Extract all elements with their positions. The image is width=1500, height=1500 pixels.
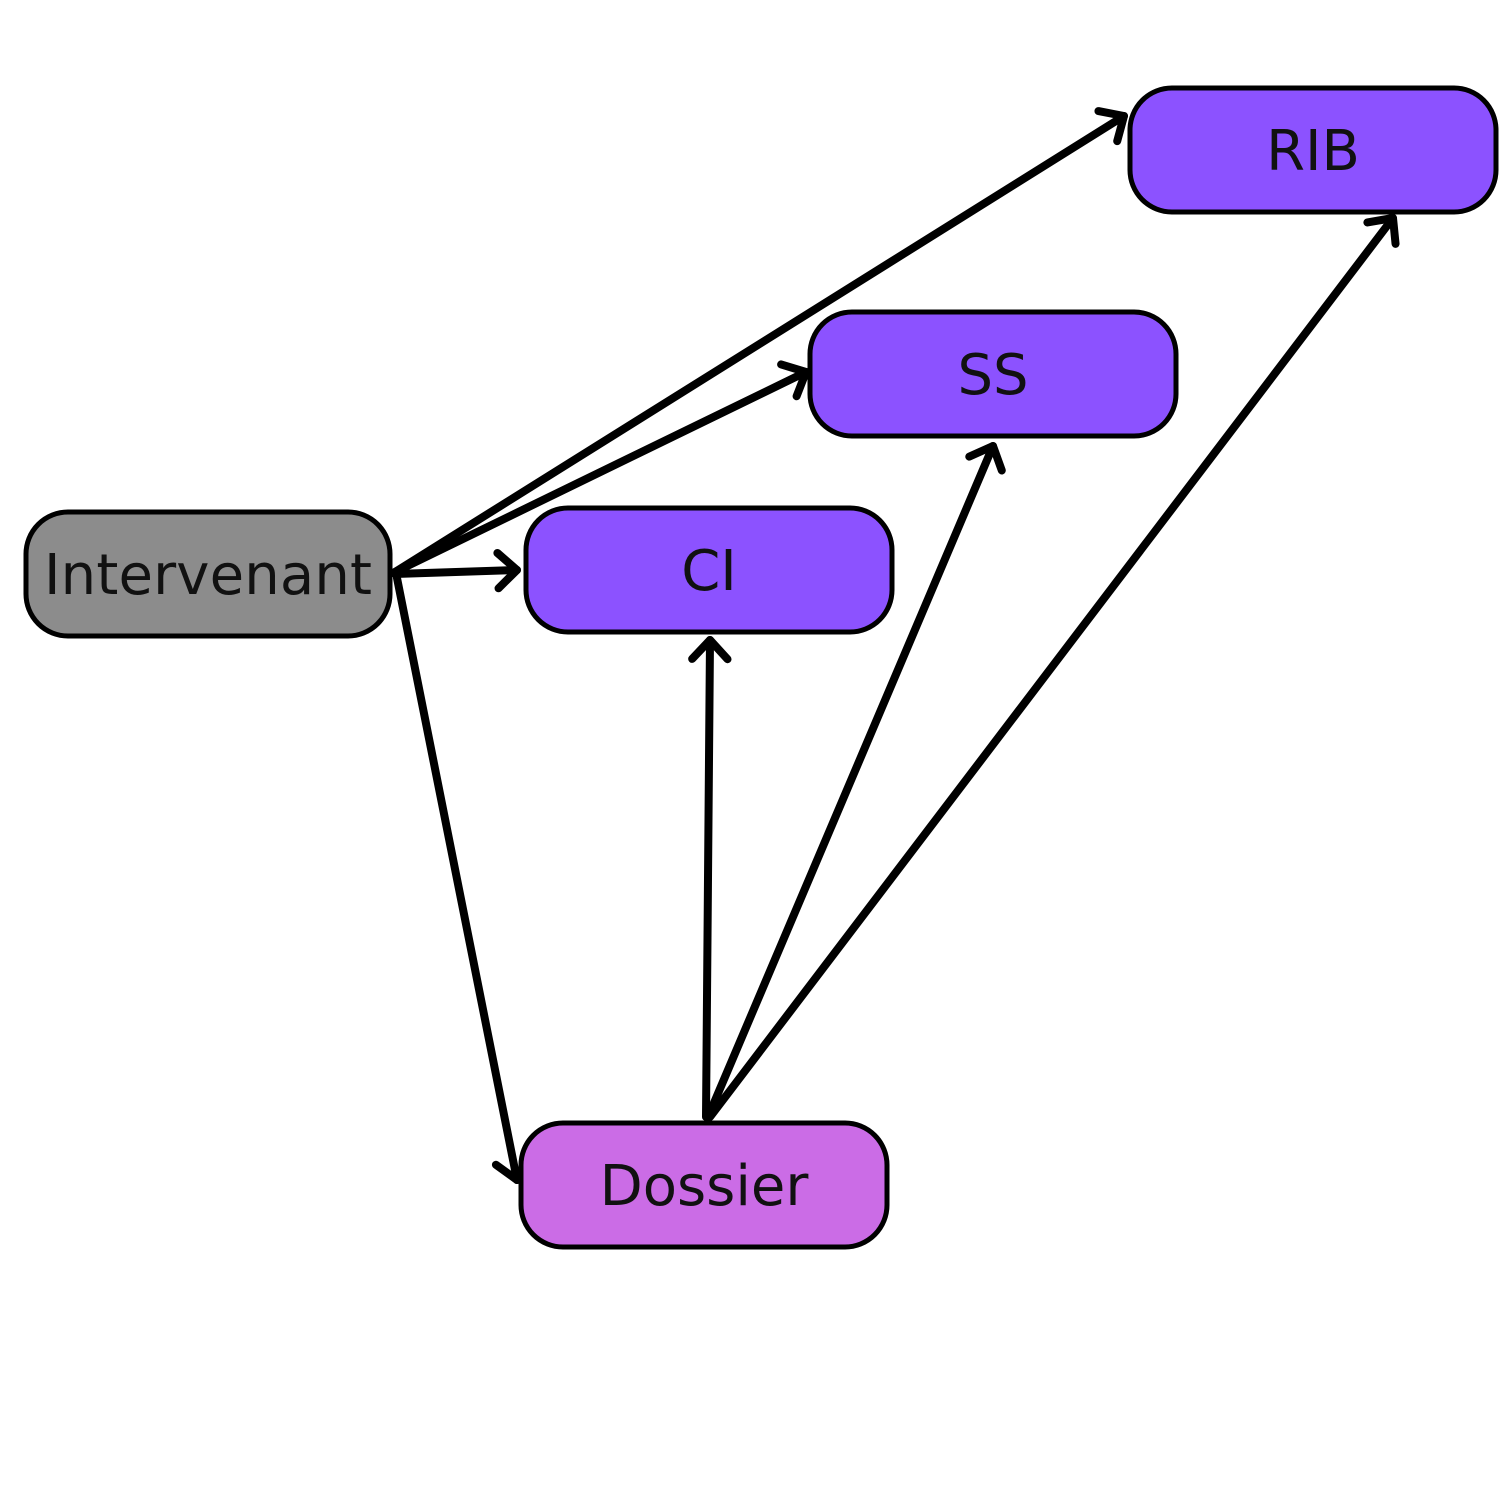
node-label: RIB bbox=[1266, 119, 1360, 184]
edge-line bbox=[393, 574, 521, 1184]
node-intervenant: Intervenant bbox=[23, 509, 393, 639]
arrowhead bbox=[777, 360, 810, 401]
node-box bbox=[807, 309, 1179, 439]
edge-dossier-to-ci bbox=[688, 636, 732, 1121]
node-label: CI bbox=[681, 539, 737, 604]
arrowhead bbox=[688, 636, 732, 664]
arrowhead bbox=[965, 442, 1006, 475]
node-box bbox=[1127, 85, 1499, 215]
node-box bbox=[23, 509, 393, 639]
edge-line bbox=[704, 442, 997, 1121]
node-label: SS bbox=[957, 343, 1028, 408]
edge-line bbox=[391, 368, 810, 576]
arrowhead bbox=[1363, 214, 1400, 248]
edge-line bbox=[702, 636, 714, 1121]
edge-intervenant-to-ci bbox=[391, 548, 521, 593]
node-box bbox=[523, 505, 895, 635]
edge-intervenant-to-rib bbox=[391, 107, 1128, 576]
node-ss: SS bbox=[807, 309, 1179, 439]
edge-line bbox=[706, 214, 1397, 1121]
edge-line bbox=[391, 112, 1128, 576]
node-label: Intervenant bbox=[44, 543, 372, 608]
edge-dossier-to-rib bbox=[706, 214, 1400, 1121]
arrowhead bbox=[1094, 107, 1128, 146]
edge-line bbox=[391, 566, 521, 578]
node-box bbox=[518, 1120, 890, 1250]
nodes-layer: Intervenant CI SS RIB Dossier bbox=[23, 85, 1499, 1250]
edge-intervenant-to-dossier bbox=[393, 574, 535, 1184]
arrowhead bbox=[493, 548, 521, 593]
node-label: Dossier bbox=[600, 1154, 810, 1219]
node-dossier: Dossier bbox=[518, 1120, 890, 1250]
node-ci: CI bbox=[523, 505, 895, 635]
edges-layer bbox=[391, 107, 1400, 1184]
node-rib: RIB bbox=[1127, 85, 1499, 215]
edge-dossier-to-ss bbox=[704, 442, 1006, 1121]
edge-intervenant-to-ss bbox=[391, 360, 810, 576]
